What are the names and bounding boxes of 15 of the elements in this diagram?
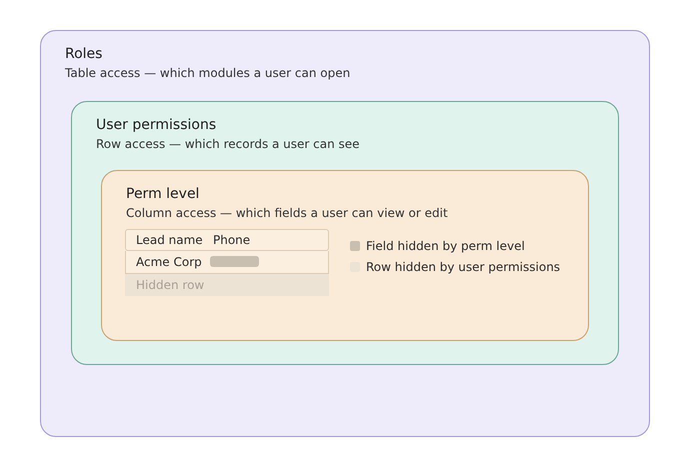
panel-title: User permissions: [96, 117, 216, 134]
middle-panel: [71, 101, 619, 365]
outer-panel: [40, 30, 650, 437]
table-cell-text: Acme Corp: [136, 254, 202, 271]
table-cell-text: Hidden row: [136, 277, 204, 294]
panel-title: Roles: [65, 46, 102, 63]
legend-label: Field hidden by perm level: [366, 238, 525, 255]
panel-title: Perm level: [126, 186, 200, 203]
panel-subtitle: Column access — which fields a user can view or edit: [126, 205, 448, 221]
panel-subtitle: Table access — which modules a user can open: [65, 65, 350, 81]
column-header: Lead name: [136, 232, 203, 249]
legend-label: Row hidden by user permissions: [366, 259, 560, 276]
inner-panel: [101, 170, 589, 341]
column-header: Phone: [213, 232, 250, 249]
panel-subtitle: Row access — which records a user can see: [96, 136, 360, 152]
